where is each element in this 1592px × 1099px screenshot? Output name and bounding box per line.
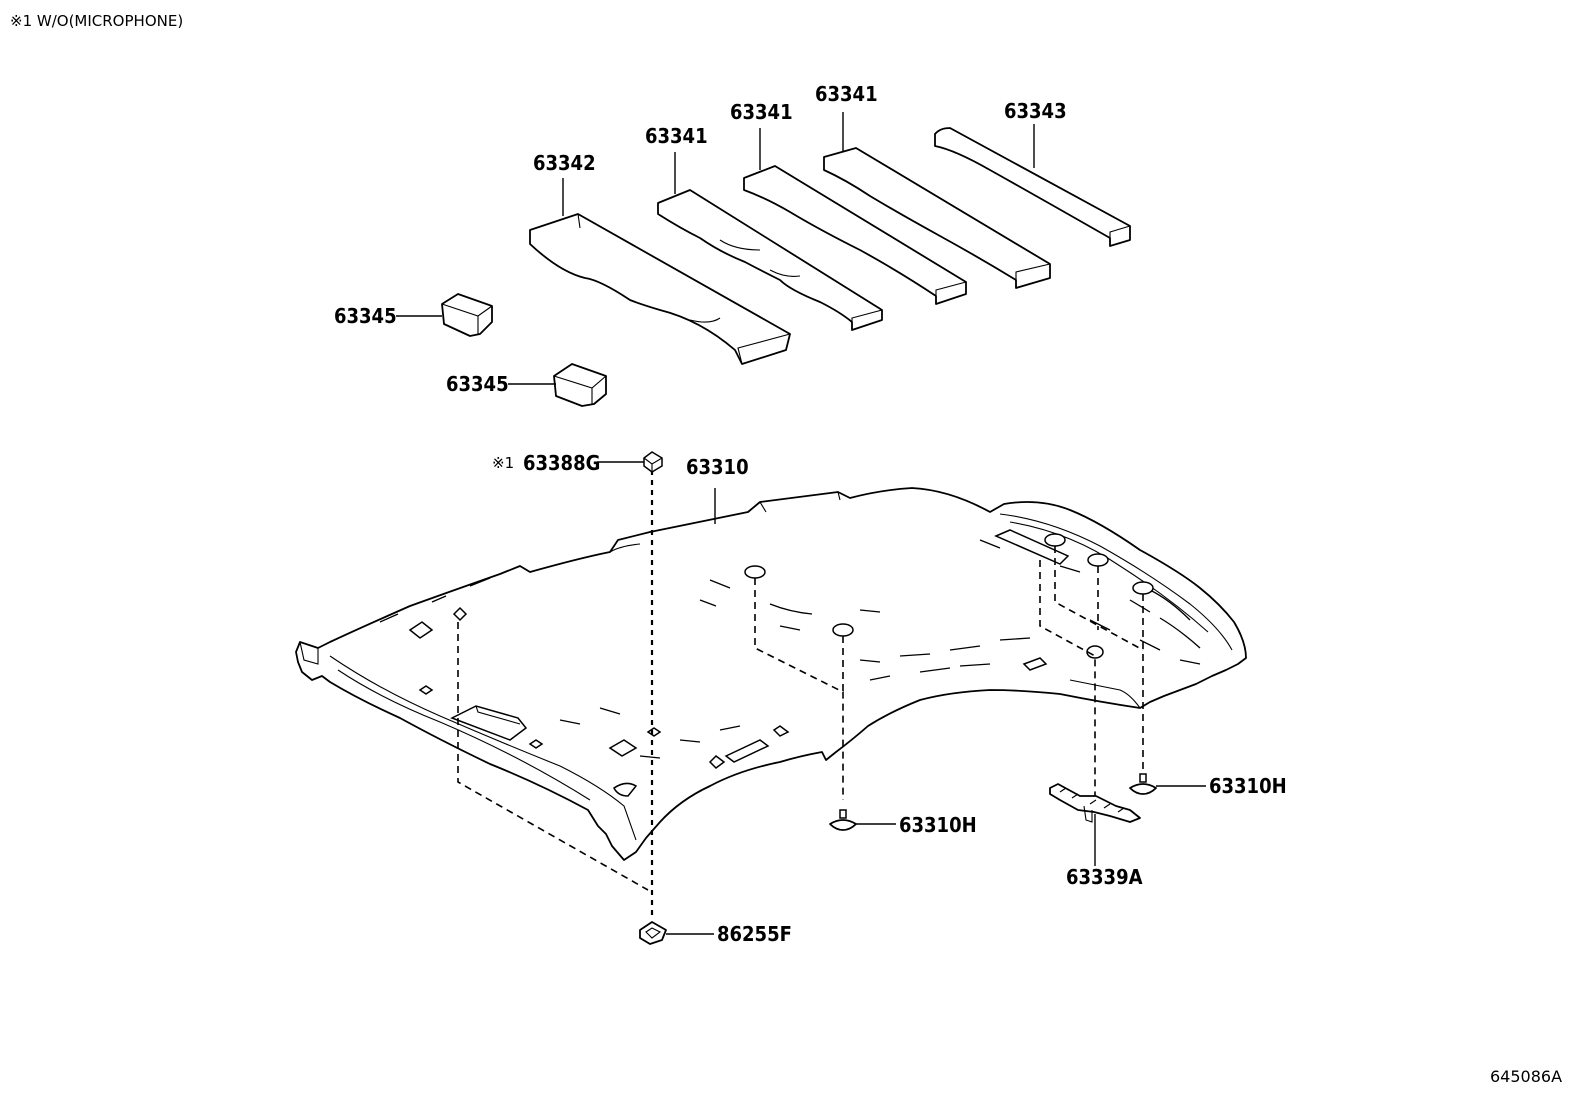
part-63388g: [643, 451, 663, 473]
label-63310: 63310: [686, 455, 749, 479]
label-63388g-mark: ※1: [492, 454, 514, 472]
pad-63342: [529, 213, 791, 365]
part-86255f: [639, 921, 667, 945]
pad-63345-upper: [441, 293, 493, 337]
part-63310h-center: [829, 809, 857, 831]
label-63342: 63342: [533, 151, 596, 175]
label-63341-right: 63341: [815, 82, 878, 106]
label-63345-upper: 63345: [334, 304, 397, 328]
assembly-line-center: [754, 578, 844, 800]
pad-63345-lower: [553, 363, 607, 407]
pad-63341-middle: [743, 165, 967, 305]
reference-code: 645086A: [1490, 1067, 1562, 1086]
label-63341-middle: 63341: [730, 100, 793, 124]
part-63310h-rear: [1129, 773, 1157, 795]
label-63343: 63343: [1004, 99, 1067, 123]
label-63341-left: 63341: [645, 124, 708, 148]
label-63339a: 63339A: [1066, 865, 1143, 889]
label-63310h-center: 63310H: [899, 813, 977, 837]
label-63388g: 63388G: [523, 451, 600, 475]
note-text: ※1 W/O(MICROPHONE): [10, 12, 183, 30]
pad-63341-left: [657, 189, 883, 331]
assembly-line-rear-bracket: [1039, 560, 1096, 800]
assembly-line-front-left: [457, 622, 649, 891]
pad-63343: [934, 127, 1131, 247]
part-63339a: [1049, 783, 1141, 823]
pad-63341-right: [823, 147, 1051, 289]
label-63310h-rear: 63310H: [1209, 774, 1287, 798]
label-86255f: 86255F: [717, 922, 792, 946]
headliner-63310: [295, 487, 1247, 861]
label-63345-lower: 63345: [446, 372, 509, 396]
